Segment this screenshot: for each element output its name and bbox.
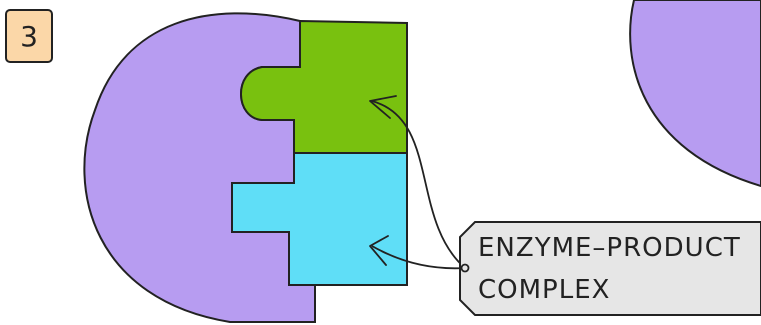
label-line-1: ENZYME–PRODUCT	[478, 233, 741, 263]
enzyme-shape-right	[629, 0, 761, 188]
step-badge-box	[5, 9, 53, 63]
arrow-to-bottom-piece-head	[369, 235, 389, 266]
label-line-2: COMPLEX	[478, 275, 610, 305]
arrow-to-bottom-piece	[371, 245, 466, 270]
product-top-piece	[240, 19, 408, 154]
label-callout: ENZYME–PRODUCT COMPLEX	[459, 221, 761, 316]
label-box	[459, 221, 761, 316]
step-badge: 3	[5, 9, 53, 63]
enzyme-shape	[83, 12, 316, 323]
product-bottom-piece	[231, 152, 408, 286]
arrow-to-top-piece-head	[369, 95, 397, 119]
step-number: 3	[20, 20, 38, 53]
label-pin-dot	[460, 263, 470, 273]
arrow-to-top-piece	[371, 100, 466, 269]
